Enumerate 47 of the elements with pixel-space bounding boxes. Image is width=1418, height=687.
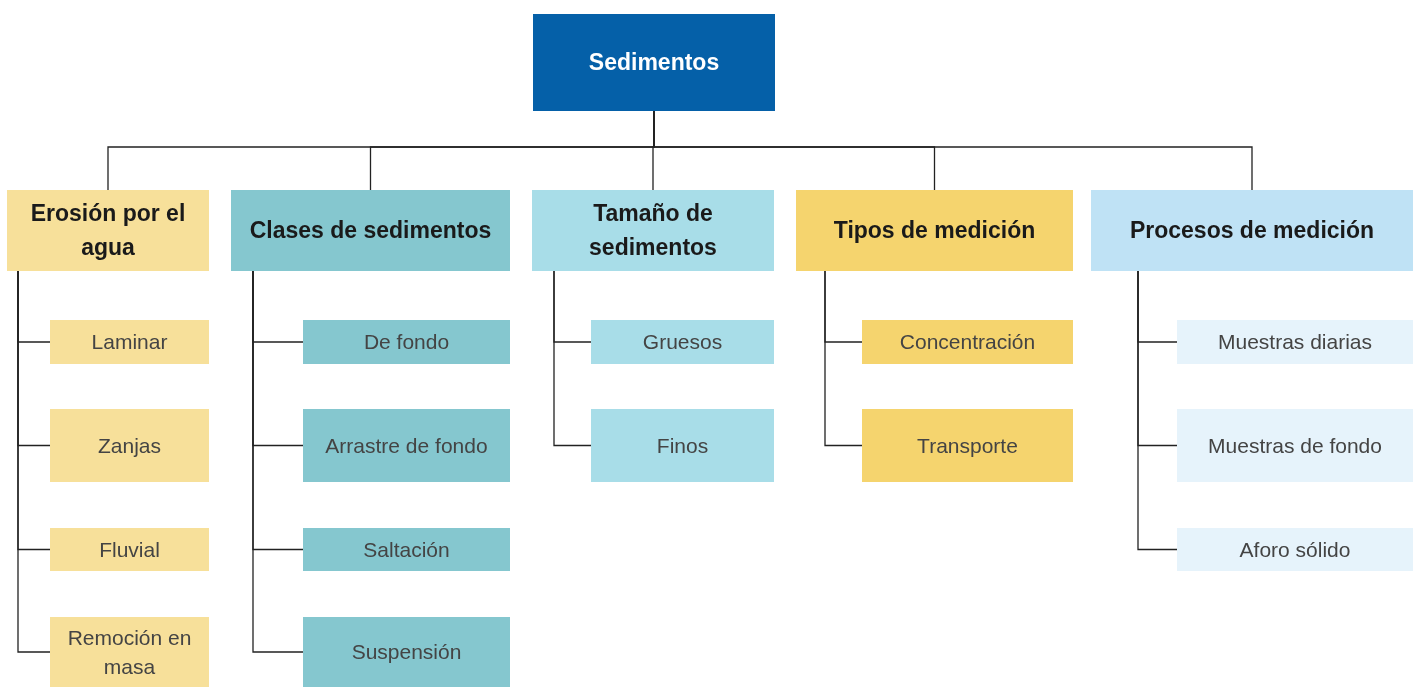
node-label: Transporte	[917, 432, 1018, 459]
item-box	[303, 409, 510, 482]
node-label: Suspensión	[351, 639, 462, 666]
root-box	[533, 14, 775, 111]
node-label: Muestras de fondo	[1208, 432, 1382, 459]
node-label: Procesos de medición	[1129, 215, 1375, 245]
item-box	[303, 528, 510, 571]
node-label: Tamaño de sedimentos	[588, 199, 718, 262]
item-box	[303, 617, 510, 687]
item-box	[50, 409, 209, 482]
connector-line	[553, 270, 592, 447]
item-box	[1177, 320, 1413, 364]
item-box	[591, 409, 774, 482]
connector-line	[252, 270, 304, 653]
node-label: Aforo sólido	[1239, 536, 1351, 563]
node-label: Sedimentos	[588, 49, 720, 76]
node-label: Saltación	[363, 536, 450, 563]
item-box	[862, 320, 1073, 364]
node-label: De fondo	[363, 329, 450, 356]
node-label: Remoción en masa	[66, 624, 193, 680]
item-box	[591, 320, 774, 364]
item-box	[1177, 528, 1413, 571]
category-box	[532, 190, 774, 271]
item-box	[50, 528, 209, 571]
node-label: Clases de sedimentos	[249, 215, 492, 245]
item-box	[50, 320, 209, 364]
node-label: Concentración	[899, 329, 1036, 356]
category-box	[7, 190, 209, 271]
item-box	[1177, 409, 1413, 482]
item-box	[303, 320, 510, 364]
node-label: Arrastre de fondo	[325, 432, 488, 459]
connector-line	[1137, 270, 1178, 551]
node-label: Tipos de medición	[833, 215, 1036, 245]
category-box	[1091, 190, 1413, 271]
node-label: Finos	[656, 432, 709, 459]
node-label: Erosión por el agua	[29, 199, 187, 262]
node-label: Gruesos	[642, 329, 723, 356]
node-label: Laminar	[91, 329, 168, 356]
connector-line	[17, 270, 51, 653]
item-box	[862, 409, 1073, 482]
node-label: Fluvial	[99, 536, 160, 563]
item-box	[50, 617, 209, 687]
connector-line	[824, 270, 863, 447]
node-label: Muestras diarias	[1217, 329, 1373, 356]
node-label: Zanjas	[98, 432, 161, 459]
category-box	[231, 190, 510, 271]
category-box	[796, 190, 1073, 271]
